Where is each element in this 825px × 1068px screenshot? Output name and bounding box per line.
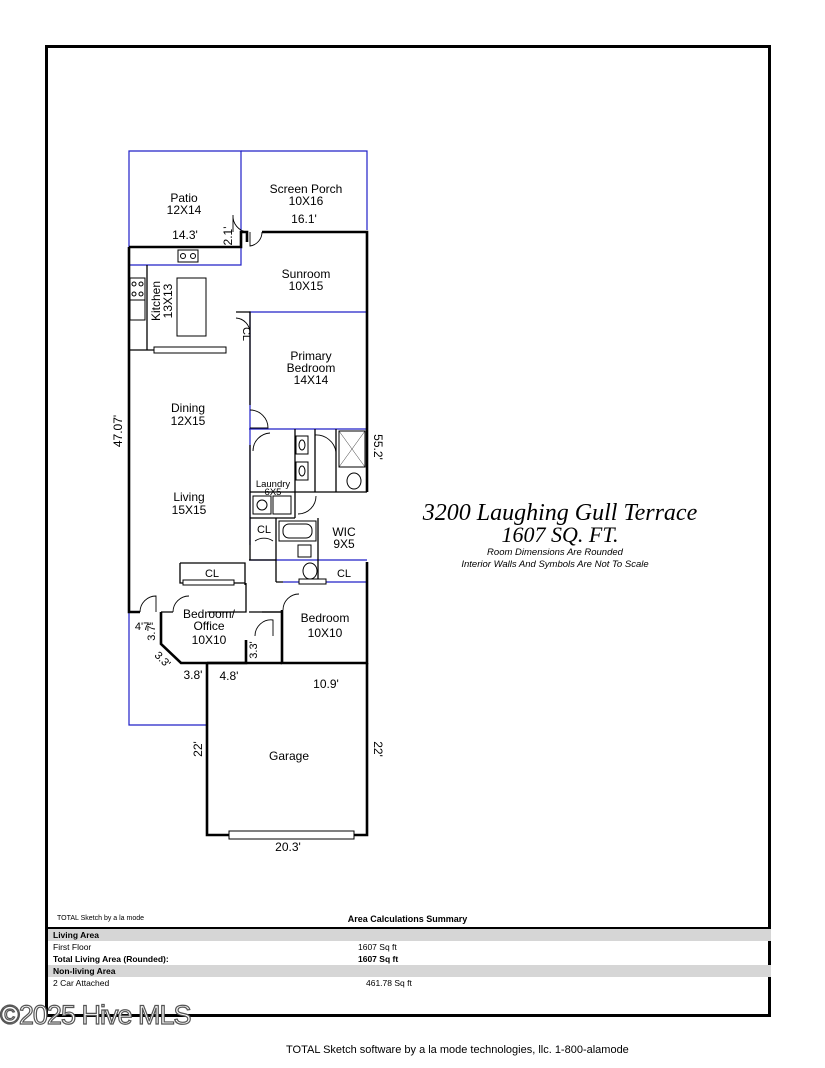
dim-left-length: 47.07' [111,415,125,447]
wic-name: WIC [332,525,356,539]
closet-kitchen: CL [240,327,252,341]
garage-row: 2 Car Attached 461.78 Sq ft [53,978,412,988]
page-frame [45,45,771,1017]
sunroom-dim: 10X15 [289,279,324,293]
area-summary-table: Living Area First Floor 1607 Sq ft Total… [48,927,771,989]
patio-dim: 12X14 [167,203,202,217]
laundry-name: Laundry [256,479,291,490]
dryer [272,495,292,515]
footer-credit: TOTAL Sketch software by a la mode techn… [286,1044,629,1056]
dim-3-7: 3.7' [146,623,158,640]
dining-name: Dining [171,401,205,415]
living-dim: 15X15 [172,503,207,517]
kitchen-island [176,277,207,337]
fridge [129,299,146,321]
kitchen-name: Kitchen [149,281,163,321]
bedroom-office-name2: Office [193,619,224,633]
closet-laundry: CL [257,524,271,536]
dim-garage-right: 22' [371,741,385,757]
bedroom-office-name1: Bedroom/ [183,607,236,621]
patio-outline [128,150,242,266]
bedroom-dim: 10X10 [308,626,343,640]
address-title: 3200 Laughing Gull Terrace [422,500,698,526]
yard-outline [128,612,207,726]
room-labels: Patio 12X14 Screen Porch 10X16 Sunroom 1… [149,182,356,763]
door-swings [139,214,337,637]
living-area-header: Living Area [48,929,771,941]
note-scale: Interior Walls And Symbols Are Not To Sc… [461,559,649,570]
dim-garage-left: 22' [191,741,205,757]
dim-3-8: 3.8' [184,668,203,682]
closet-door-2 [298,578,327,585]
dim-garage-width: 20.3' [275,840,301,854]
closet-office: CL [205,568,219,580]
garage-name: Garage [269,749,309,763]
bedroom-name: Bedroom [301,611,350,625]
toilet-1 [346,472,362,490]
wic-dim: 9X5 [333,537,355,551]
bedroom-office-wall [159,612,248,665]
dining-dim: 12X15 [171,414,206,428]
living-name: Living [173,490,204,504]
patio-name: Patio [170,191,198,205]
garage-door [228,830,355,840]
sketch-credit: TOTAL Sketch by a la mode [57,915,145,922]
dim-patio-width: 14.3' [172,228,198,242]
non-living-header: Non-living Area [48,965,771,977]
window-kitchen [153,346,227,354]
floor-plan: Patio 12X14 Screen Porch 10X16 Sunroom 1… [111,150,385,854]
bedroom-office-dim: 10X10 [192,633,227,647]
exterior-walls [127,230,369,837]
closet-door-1 [182,579,235,586]
left-wall [127,247,140,614]
note-rounded: Room Dimensions Are Rounded [487,547,623,558]
kitchen-dim: 13X13 [161,283,175,318]
range [129,277,146,301]
primary-bedroom-name1: Primary [290,349,331,363]
sunroom-name: Sunroom [282,267,331,281]
screen-porch-name: Screen Porch [270,182,343,196]
dim-3-3b: 3.3' [248,641,260,658]
dim-4-7: 4'7" [135,621,153,633]
toilet-2 [302,562,318,580]
dim-porch-step: 2.1' [221,227,235,246]
primary-bedroom-dim: 14X14 [294,373,329,387]
dim-right-length: 55.2' [371,434,385,460]
screen-porch-dim: 10X16 [289,194,324,208]
sink-2 [297,544,312,558]
first-floor-row: First Floor 1607 Sq ft [53,942,397,952]
sqft-title: 1607 SQ. FT. [501,522,619,547]
fixtures [129,249,366,840]
house-outer-wall [129,230,369,665]
dim-10-9: 10.9' [313,677,339,691]
watermark: ©2025 Hive MLS [0,999,192,1030]
total-living-row: Total Living Area (Rounded): 1607 Sq ft [53,954,399,964]
dim-porch-width: 16.1' [291,212,317,226]
closet-bedroom: CL [337,568,351,580]
dim-4-8: 4.8' [220,669,239,683]
laundry-dim: 6X5 [265,487,282,498]
screen-porch-outline [241,150,368,230]
primary-bedroom-name2: Bedroom [287,361,336,375]
area-summary-title: Area Calculations Summary [347,914,468,924]
dimension-labels: 14.3' 16.1' 2.1' 47.07' 55.2' 4'7" 3.7' … [111,212,385,854]
